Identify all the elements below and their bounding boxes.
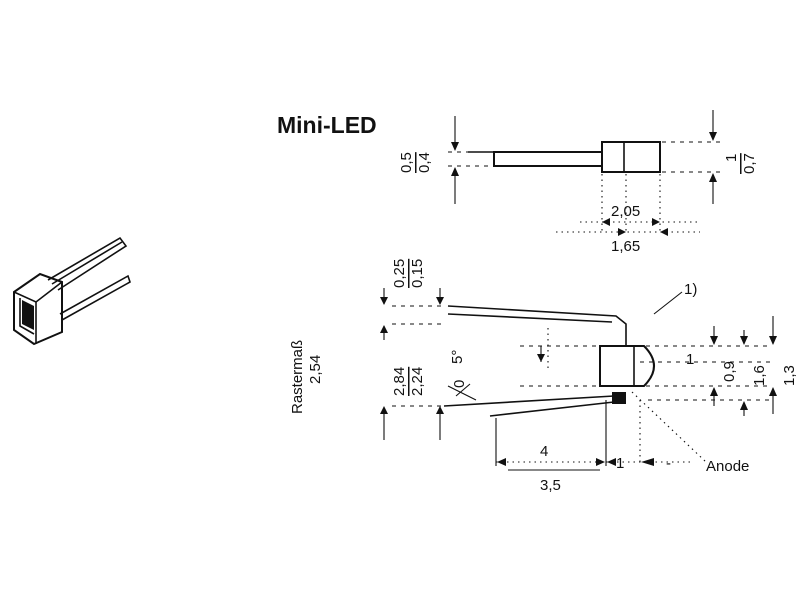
dash-mark: - [666, 455, 671, 472]
dim-body-height-max: 1 [723, 154, 740, 162]
dim-lead-span-min: 2,24 [409, 367, 426, 396]
footnote-ref: 1) [684, 281, 697, 298]
dim-body-width-max: 2,05 [611, 203, 640, 220]
dim-lead-length-min: 3,5 [540, 477, 561, 494]
anode-label: Anode [706, 458, 749, 475]
pitch-label: Rastermaß [289, 340, 306, 414]
dim-1-3: 1,3 [781, 365, 798, 386]
led-side-view [448, 110, 720, 236]
dim-lead-width-min: 0,15 [409, 259, 426, 288]
angle-max: 5° [449, 350, 466, 364]
dim-lead-thickness-min: 0,4 [416, 152, 433, 173]
dim-body-height-min: 0,7 [741, 153, 758, 174]
dim-1-6: 1,6 [751, 365, 768, 386]
dim-lead-length-max: 4 [540, 443, 548, 460]
dim-body-width-min: 1,65 [611, 238, 640, 255]
pitch-value: 2,54 [307, 355, 324, 384]
dim-0-9: 0,9 [721, 361, 738, 382]
angle-min: 0 [451, 380, 468, 388]
dim-lead-span-max: 2,84 [391, 367, 408, 396]
dim-lead-width-max: 0,25 [391, 259, 408, 288]
dim-small-gap: 1 [686, 351, 694, 368]
led-top-view [380, 288, 777, 471]
diagram-title: Mini-LED [277, 112, 377, 138]
dim-lead-thickness-max: 0,5 [398, 152, 415, 173]
dim-lead-offset: 1 [616, 455, 624, 472]
led-perspective-sketch [13, 236, 131, 346]
